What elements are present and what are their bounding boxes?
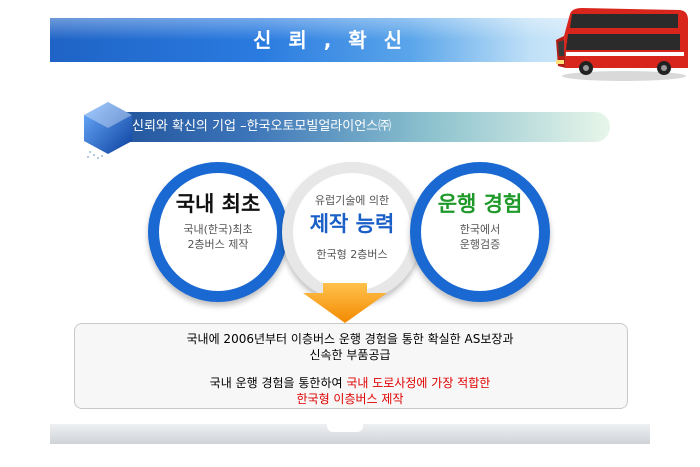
- page-title: 신 뢰 , 확 신: [252, 28, 408, 52]
- circle-2-heading: 제작 능력: [309, 212, 395, 236]
- title-bar: 신 뢰 , 확 신: [50, 18, 650, 62]
- circle-3-heading: 운행 경험: [437, 192, 523, 216]
- circle-1-heading: 국내 최초: [175, 192, 261, 216]
- summary-line-2: 신속한 부품공급: [309, 348, 391, 362]
- circle-operation-experience: [410, 162, 550, 302]
- summary-box: [74, 323, 628, 409]
- circle-1-line-2: 2층버스 제작: [187, 238, 249, 251]
- circle-domestic-first: [148, 162, 288, 302]
- circle-1-line-1: 국내(한국)최초: [183, 223, 253, 236]
- circle-2-line-1: 한국형 2층버스: [316, 248, 388, 261]
- title-bar-glow: [50, 18, 650, 40]
- circle-3-line-1: 한국에서: [459, 223, 501, 236]
- summary-line-3: 국내 운행 경험을 통한하여 국내 도로사정에 가장 적합한: [74, 374, 626, 391]
- summary-line-3-red: 국내 도로사정에 가장 적합한: [346, 376, 491, 390]
- blue-hexagon-icon: [84, 102, 132, 159]
- down-arrow-icon: [303, 283, 387, 323]
- circle-3-line-2: 운행검증: [459, 238, 501, 251]
- double-decker-bus-icon: [556, 8, 688, 81]
- summary-line-1: 국내에 2006년부터 이층버스 운행 경험을 통한 확실한 AS보장과: [186, 332, 514, 346]
- summary-line-3-black: 국내 운행 경험을 통한하여: [209, 376, 347, 390]
- subtitle-bar: [92, 112, 610, 142]
- bottom-tab: [327, 418, 363, 432]
- circle-2-top-text: 유럽기술에 의한: [314, 194, 390, 207]
- subtitle-text: 신뢰와 확신의 기업 –한국오토모빌얼라이언스㈜: [132, 119, 392, 134]
- summary-line-4: 한국형 이층버스 제작: [296, 392, 404, 406]
- bottom-bar: [50, 424, 650, 444]
